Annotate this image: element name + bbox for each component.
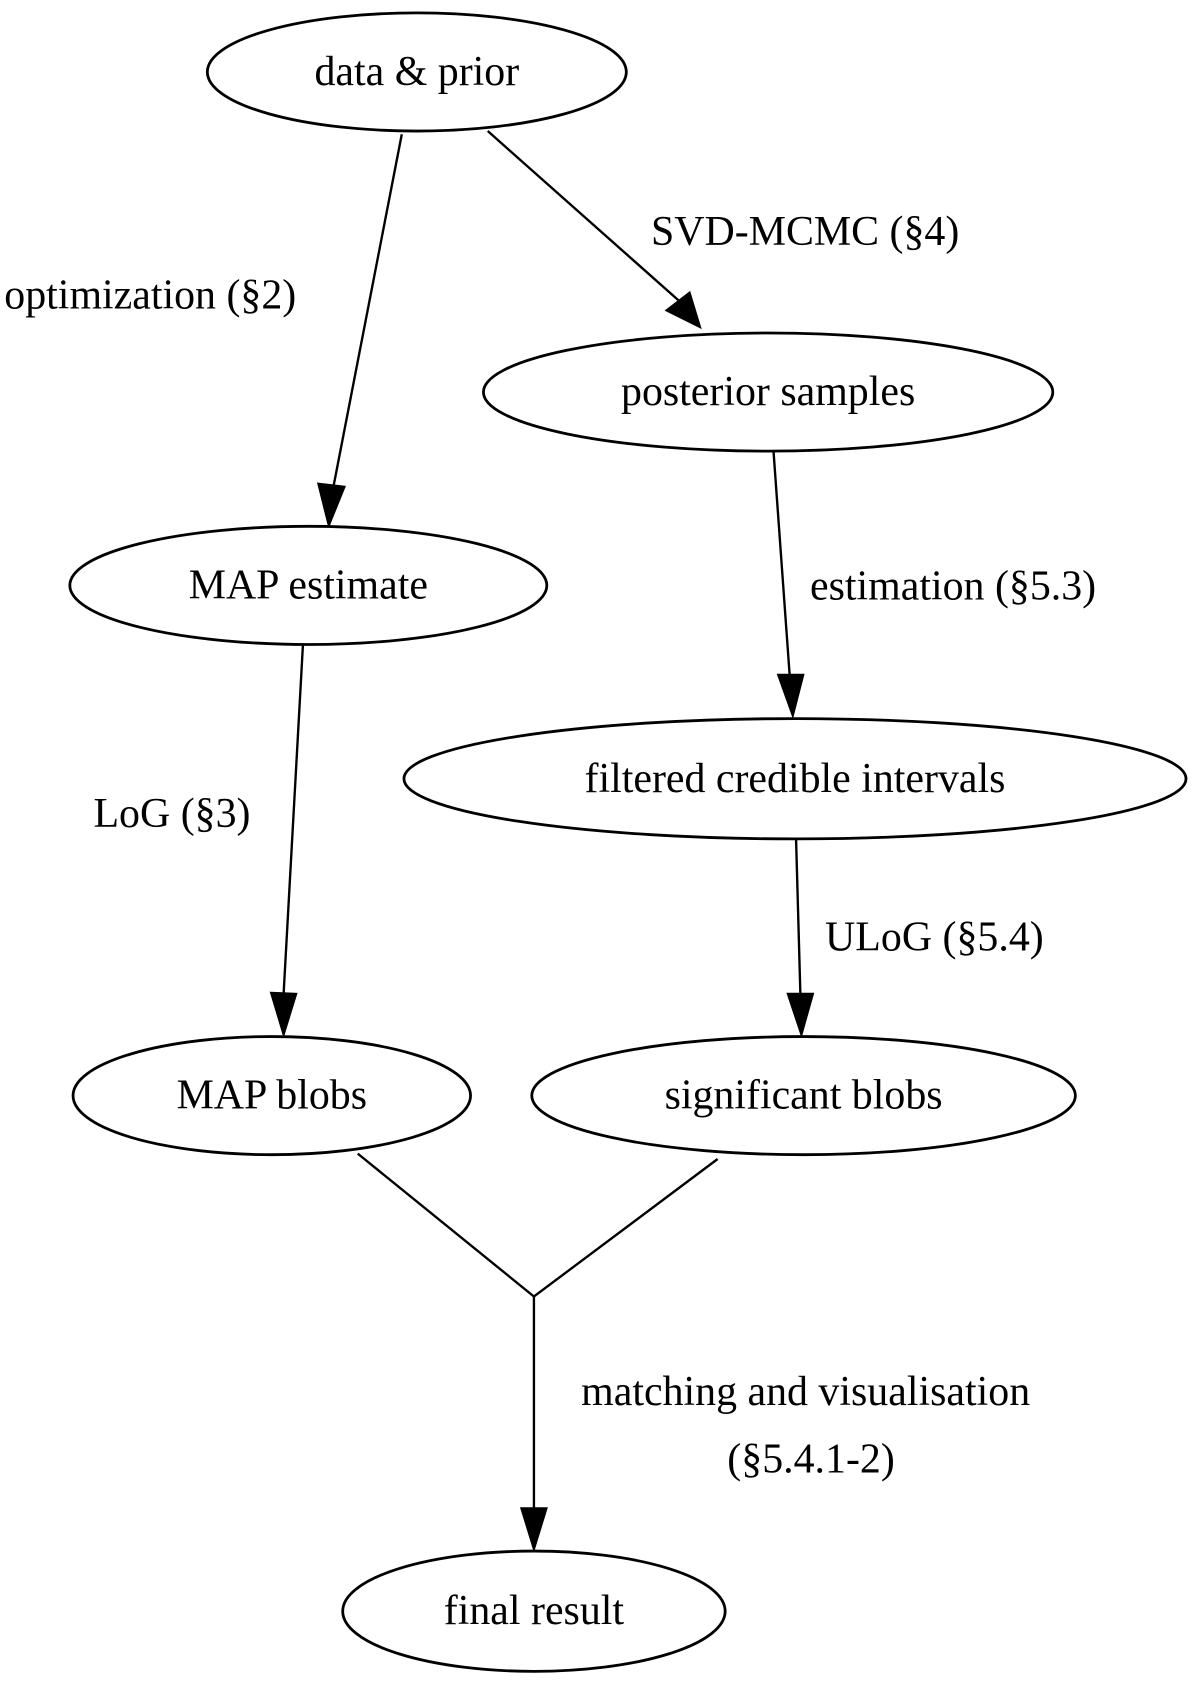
arrow-head <box>776 673 805 720</box>
node-label: MAP blobs <box>177 1073 367 1119</box>
edge-estimation: estimation (§5.3) <box>772 451 1096 720</box>
edge-optimization: optimization (§2) <box>4 134 403 529</box>
arrow-head <box>664 290 702 330</box>
arrow-head <box>519 1507 548 1553</box>
node-label: data & prior <box>314 49 519 95</box>
node-label: posterior samples <box>621 369 915 415</box>
edge-line <box>794 838 802 994</box>
arrow-head <box>786 992 815 1039</box>
edge-label-matching-line2: (§5.4.1-2) <box>727 1437 894 1483</box>
edge-label-estimation: estimation (§5.3) <box>810 563 1096 609</box>
edge-line <box>331 134 403 489</box>
edge-ulog: ULoG (§5.4) <box>786 838 1044 1039</box>
edge-label-optimization: optimization (§2) <box>4 272 296 318</box>
edge-merge-line <box>356 1152 719 1298</box>
edge-svd-mcmc: SVD-MCMC (§4) <box>486 130 959 330</box>
edge-label-matching-line1: matching and visualisation <box>581 1369 1030 1415</box>
node-data-prior: data & prior <box>205 11 628 133</box>
node-label: filtered credible intervals <box>585 756 1006 802</box>
node-ellipse <box>68 524 549 646</box>
edge-matching: matching and visualisation (§5.4.1-2) <box>356 1152 1030 1553</box>
node-filtered-credible-intervals: filtered credible intervals <box>402 717 1188 841</box>
edge-label-log: LoG (§3) <box>93 791 250 837</box>
edge-line <box>282 644 305 994</box>
edge-label-svd-mcmc: SVD-MCMC (§4) <box>651 209 959 255</box>
edge-label-ulog: ULoG (§5.4) <box>825 915 1044 961</box>
node-map-blobs: MAP blobs <box>71 1035 472 1157</box>
node-significant-blobs: significant blobs <box>530 1035 1077 1157</box>
arrow-head <box>316 482 346 529</box>
node-ellipse <box>482 331 1055 453</box>
node-ellipse <box>530 1035 1077 1157</box>
node-ellipse <box>205 11 628 133</box>
node-label: final result <box>444 1588 625 1634</box>
arrow-head <box>269 991 298 1039</box>
node-posterior-samples: posterior samples <box>482 331 1055 453</box>
node-ellipse <box>71 1035 472 1157</box>
node-final-result: final result <box>341 1549 727 1673</box>
edge-log: LoG (§3) <box>93 644 305 1039</box>
node-label: significant blobs <box>665 1073 943 1119</box>
node-map-estimate: MAP estimate <box>68 524 549 646</box>
node-ellipse <box>402 717 1188 841</box>
node-label: MAP estimate <box>189 562 428 608</box>
edge-line <box>486 130 680 302</box>
edge-line <box>772 451 791 675</box>
node-ellipse <box>341 1549 727 1673</box>
